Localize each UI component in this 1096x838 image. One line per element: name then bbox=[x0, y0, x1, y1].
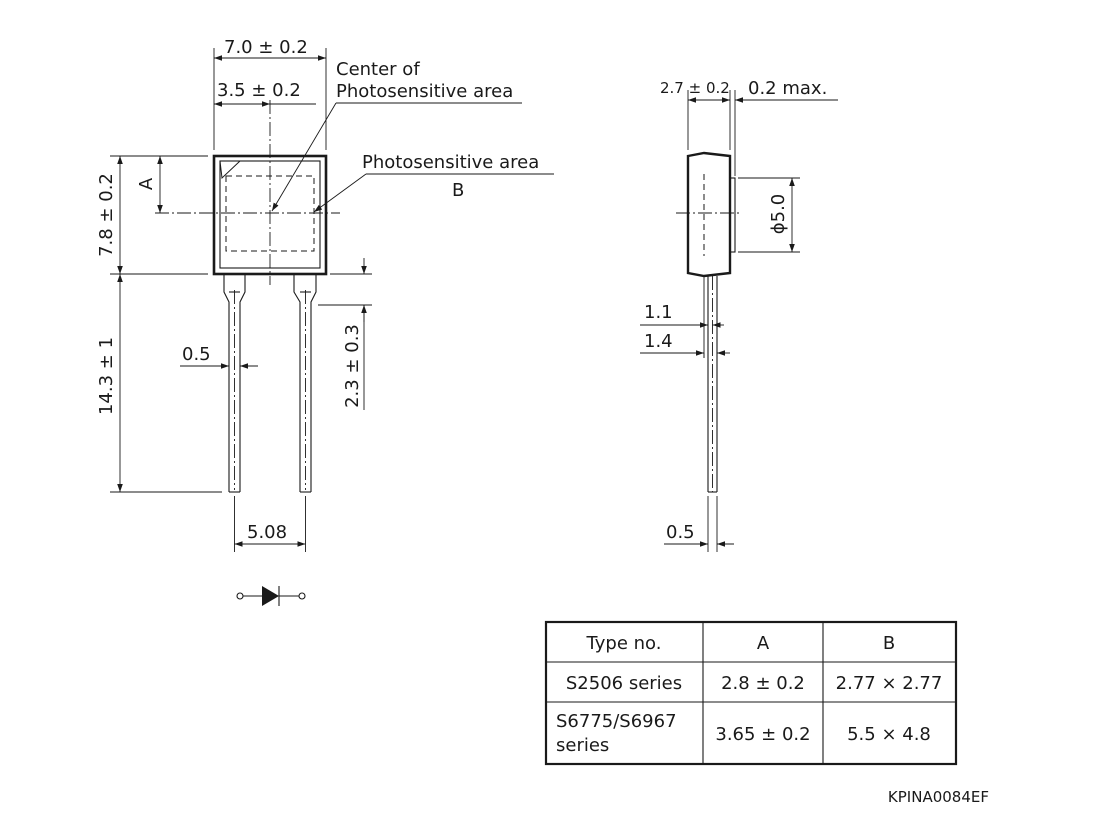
area-letter-b: B bbox=[452, 180, 464, 201]
side-view: 2.7 ± 0.2 0.2 max. ϕ5.0 1.1 1.4 0.5 bbox=[640, 78, 838, 552]
area-callout-label: Photosensitive area bbox=[362, 152, 539, 173]
front-view: 7.0 ± 0.2 3.5 ± 0.2 Center of Photosensi… bbox=[96, 37, 554, 606]
table-header-b: B bbox=[883, 633, 895, 654]
table-row2-type-line2: series bbox=[556, 735, 609, 756]
center-callout-line2: Photosensitive area bbox=[336, 81, 513, 102]
table-row1-type: S2506 series bbox=[566, 673, 682, 694]
dim-1-1-label: 1.1 bbox=[644, 302, 673, 323]
dim-lead-pitch-label: 5.08 bbox=[247, 522, 287, 543]
dim-width-label: 7.0 ± 0.2 bbox=[224, 37, 308, 58]
lead-right bbox=[293, 274, 317, 493]
side-lead bbox=[707, 276, 718, 493]
dim-1-4-label: 1.4 bbox=[644, 331, 673, 352]
dim-thickness-label: 2.7 ± 0.2 bbox=[660, 79, 730, 97]
table-row2-a: 3.65 ± 0.2 bbox=[715, 724, 810, 745]
table-header-type: Type no. bbox=[586, 633, 662, 654]
dim-lead-step-label: 2.3 ± 0.3 bbox=[342, 324, 363, 408]
dim-lead-length-label: 14.3 ± 1 bbox=[96, 337, 117, 415]
dim-center-offset-label: 3.5 ± 0.2 bbox=[217, 80, 301, 101]
dim-height-label: 7.8 ± 0.2 bbox=[96, 173, 117, 257]
table-row1-a: 2.8 ± 0.2 bbox=[721, 673, 805, 694]
index-mark bbox=[219, 160, 242, 180]
table-row2-type-line1: S6775/S6967 bbox=[556, 711, 677, 732]
table-row1-b: 2.77 × 2.77 bbox=[836, 673, 943, 694]
dim-side-lead-width-label: 0.5 bbox=[666, 522, 695, 543]
photodiode-symbol bbox=[236, 586, 306, 606]
side-body-outline bbox=[686, 151, 732, 278]
table-row2-b: 5.5 × 4.8 bbox=[847, 724, 931, 745]
side-window bbox=[729, 177, 736, 253]
dim-a-letter: A bbox=[136, 177, 157, 190]
dim-max-label: 0.2 max. bbox=[748, 78, 827, 99]
dim-lead-width-label: 0.5 bbox=[182, 344, 211, 365]
table-header-a: A bbox=[757, 633, 770, 654]
lead-left bbox=[223, 274, 246, 493]
table-border bbox=[544, 620, 958, 766]
type-table: Type no. A B S2506 series 2.8 ± 0.2 2.77… bbox=[544, 620, 958, 766]
dim-window-dia-label: ϕ5.0 bbox=[768, 194, 789, 235]
drawing-code: KPINA0084EF bbox=[888, 788, 989, 806]
center-callout-line1: Center of bbox=[336, 59, 420, 80]
